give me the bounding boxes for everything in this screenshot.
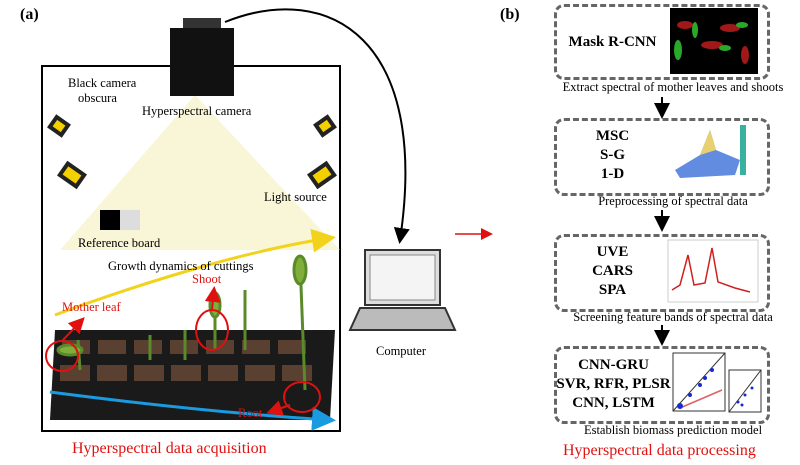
step-4-caption: Establish biomass prediction model bbox=[583, 423, 763, 437]
reference-board bbox=[100, 210, 120, 230]
light-source-label: Light source bbox=[264, 190, 327, 204]
prediction-scatter-thumbnail bbox=[672, 352, 762, 413]
method: CARS bbox=[592, 263, 633, 279]
root-label: Root bbox=[238, 406, 263, 420]
panel-b-caption: Hyperspectral data processing bbox=[563, 442, 756, 459]
mother-leaf-label: Mother leaf bbox=[62, 300, 121, 314]
reference-board-label: Reference board bbox=[78, 236, 161, 250]
light-source-icon bbox=[47, 114, 337, 190]
spectral-3d-thumbnail bbox=[665, 122, 755, 184]
step-2-caption: Preprocessing of spectral data bbox=[598, 194, 748, 208]
panel-a-caption: Hyperspectral data acquisition bbox=[72, 440, 267, 457]
step-3-caption: Screening feature bands of spectral data bbox=[573, 310, 773, 324]
step-box-4 bbox=[554, 346, 770, 424]
step-4-methods: CNN-GRU SVR, RFR, PLSR CNN, LSTM bbox=[556, 356, 671, 413]
step-2-methods: MSC S-G 1-D bbox=[560, 127, 665, 184]
growth-label: Growth dynamics of cuttings bbox=[108, 259, 254, 273]
step-box-1 bbox=[554, 4, 770, 80]
step-box-2 bbox=[554, 118, 770, 196]
method: CNN-GRU bbox=[578, 357, 649, 373]
camera-label: Hyperspectral camera bbox=[142, 104, 252, 118]
step-1-caption: Extract spectral of mother leaves and sh… bbox=[562, 80, 784, 94]
method: SVR, RFR, PLSR bbox=[556, 376, 671, 392]
method: SPA bbox=[598, 282, 627, 298]
feature-band-thumbnail bbox=[667, 239, 759, 303]
panel-a-label: (a) bbox=[20, 6, 39, 23]
panel-b-label: (b) bbox=[500, 6, 520, 23]
hyperspectral-camera-icon bbox=[170, 18, 234, 96]
camera-cable bbox=[224, 8, 410, 244]
method: Mask R-CNN bbox=[568, 34, 657, 50]
root-arrow bbox=[49, 390, 336, 431]
method: MSC bbox=[595, 128, 630, 144]
step-3-methods: UVE CARS SPA bbox=[560, 243, 665, 300]
growth-arrow bbox=[54, 228, 336, 317]
root-circle bbox=[283, 381, 321, 413]
computer-label: Computer bbox=[376, 344, 426, 358]
step-box-3 bbox=[554, 234, 770, 312]
step-1-methods: Mask R-CNN bbox=[560, 33, 665, 52]
shoot-label: Shoot bbox=[192, 272, 222, 286]
method: S-G bbox=[599, 147, 625, 163]
mask-rcnn-thumbnail bbox=[670, 8, 758, 74]
obscura-label-1: Black camera bbox=[68, 76, 137, 90]
obscura-label-2: obscura bbox=[78, 91, 117, 105]
method: 1-D bbox=[600, 166, 625, 182]
method: UVE bbox=[596, 244, 629, 260]
computer-icon bbox=[348, 249, 457, 331]
method: CNN, LSTM bbox=[572, 395, 655, 411]
